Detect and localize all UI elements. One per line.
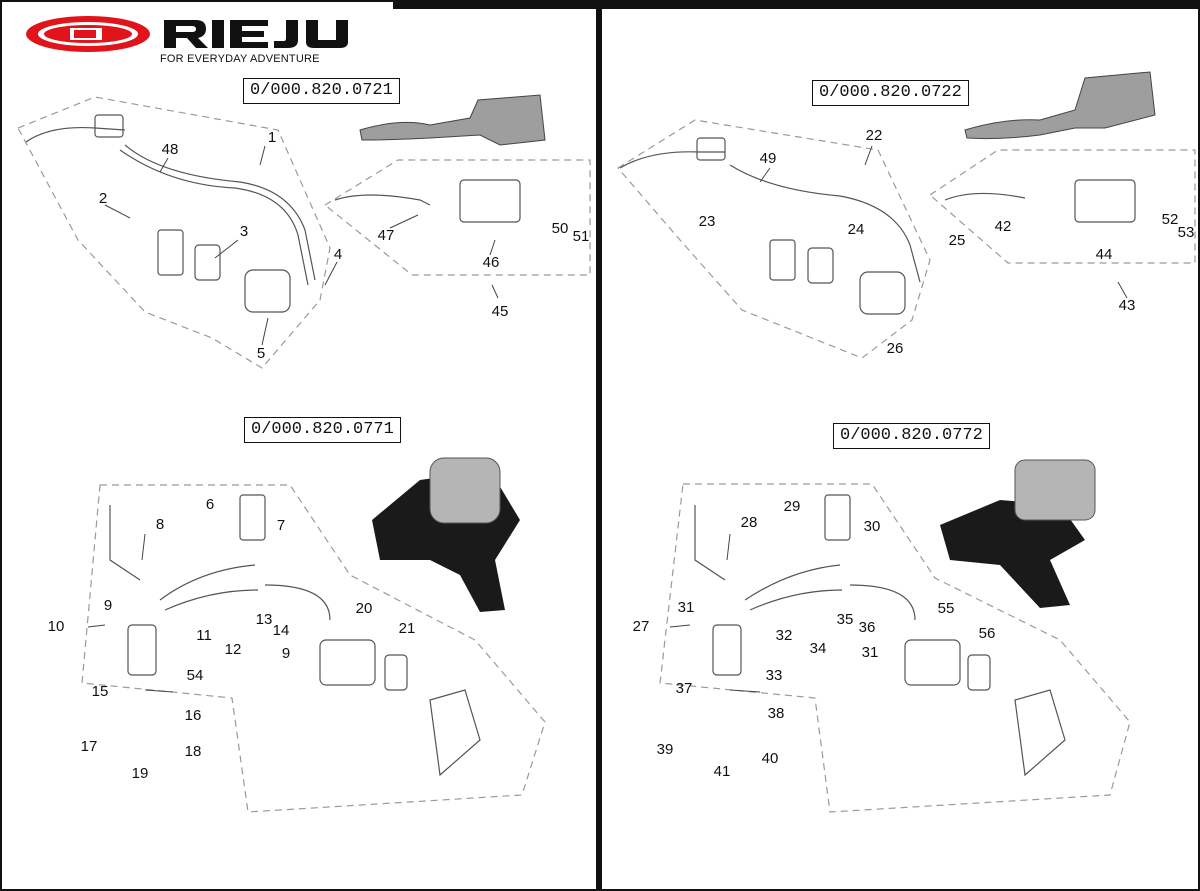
part-code-box: 0/000.820.0771: [244, 417, 401, 443]
callout-label: 31: [677, 599, 695, 616]
callout-label: 30: [863, 518, 881, 535]
callout-label: 17: [80, 738, 98, 755]
callout-label: 56: [978, 625, 996, 642]
callout-label: 9: [281, 645, 291, 662]
callout-label: 42: [994, 218, 1012, 235]
callout-label: 48: [161, 141, 179, 158]
callout-label: 18: [184, 743, 202, 760]
callout-label: 11: [196, 627, 212, 644]
callout-label: 2: [98, 190, 108, 207]
callout-label: 25: [948, 232, 966, 249]
callout-label: 4: [333, 246, 343, 263]
callout-label: 6: [205, 496, 215, 513]
callout-label: 7: [276, 517, 286, 534]
callout-label: 12: [224, 641, 242, 658]
callout-label: 10: [47, 618, 65, 635]
callout-label: 28: [740, 514, 758, 531]
callout-label: 34: [809, 640, 827, 657]
part-code-box: 0/000.820.0722: [812, 80, 969, 106]
callout-label: 35: [836, 611, 854, 628]
callout-label: 32: [775, 627, 793, 644]
callout-label: 53: [1177, 224, 1195, 241]
callout-label: 39: [656, 741, 674, 758]
callout-label: 44: [1095, 246, 1113, 263]
callout-label: 24: [847, 221, 865, 238]
callout-label: 21: [398, 620, 416, 637]
callout-label: 33: [765, 667, 783, 684]
callout-label: 43: [1118, 297, 1136, 314]
callout-label: 23: [698, 213, 716, 230]
callout-label: 50: [551, 220, 569, 237]
callout-label: 26: [886, 340, 904, 357]
callout-label: 41: [713, 763, 731, 780]
callout-label: 54: [186, 667, 204, 684]
callout-label: 3: [239, 223, 249, 240]
callout-label: 31: [861, 644, 879, 661]
center-divider: [596, 9, 602, 891]
callout-label: 14: [272, 622, 290, 639]
callout-label: 55: [937, 600, 955, 617]
callout-label: 16: [184, 707, 202, 724]
callout-label: 46: [482, 254, 500, 271]
top-bar: [393, 0, 1200, 9]
callout-label: 15: [91, 683, 109, 700]
callout-label: 27: [632, 618, 650, 635]
callout-label: 52: [1161, 211, 1179, 228]
callout-label: 5: [256, 345, 266, 362]
callout-label: 9: [103, 597, 113, 614]
callout-label: 8: [155, 516, 165, 533]
callout-label: 40: [761, 750, 779, 767]
callout-label: 37: [675, 680, 693, 697]
part-code-box: 0/000.820.0721: [243, 78, 400, 104]
callout-label: 19: [131, 765, 149, 782]
callout-label: 22: [865, 127, 883, 144]
callout-label: 47: [377, 227, 395, 244]
brand-tagline: FOR EVERYDAY ADVENTURE: [160, 53, 320, 65]
callout-label: 38: [767, 705, 785, 722]
callout-label: 49: [759, 150, 777, 167]
callout-label: 13: [255, 611, 273, 628]
brand-logo: [26, 16, 348, 52]
callout-label: 1: [267, 129, 277, 146]
callout-label: 20: [355, 600, 373, 617]
part-code-box: 0/000.820.0772: [833, 423, 990, 449]
callout-label: 45: [491, 303, 509, 320]
callout-label: 29: [783, 498, 801, 515]
callout-label: 36: [858, 619, 876, 636]
callout-label: 51: [572, 228, 590, 245]
